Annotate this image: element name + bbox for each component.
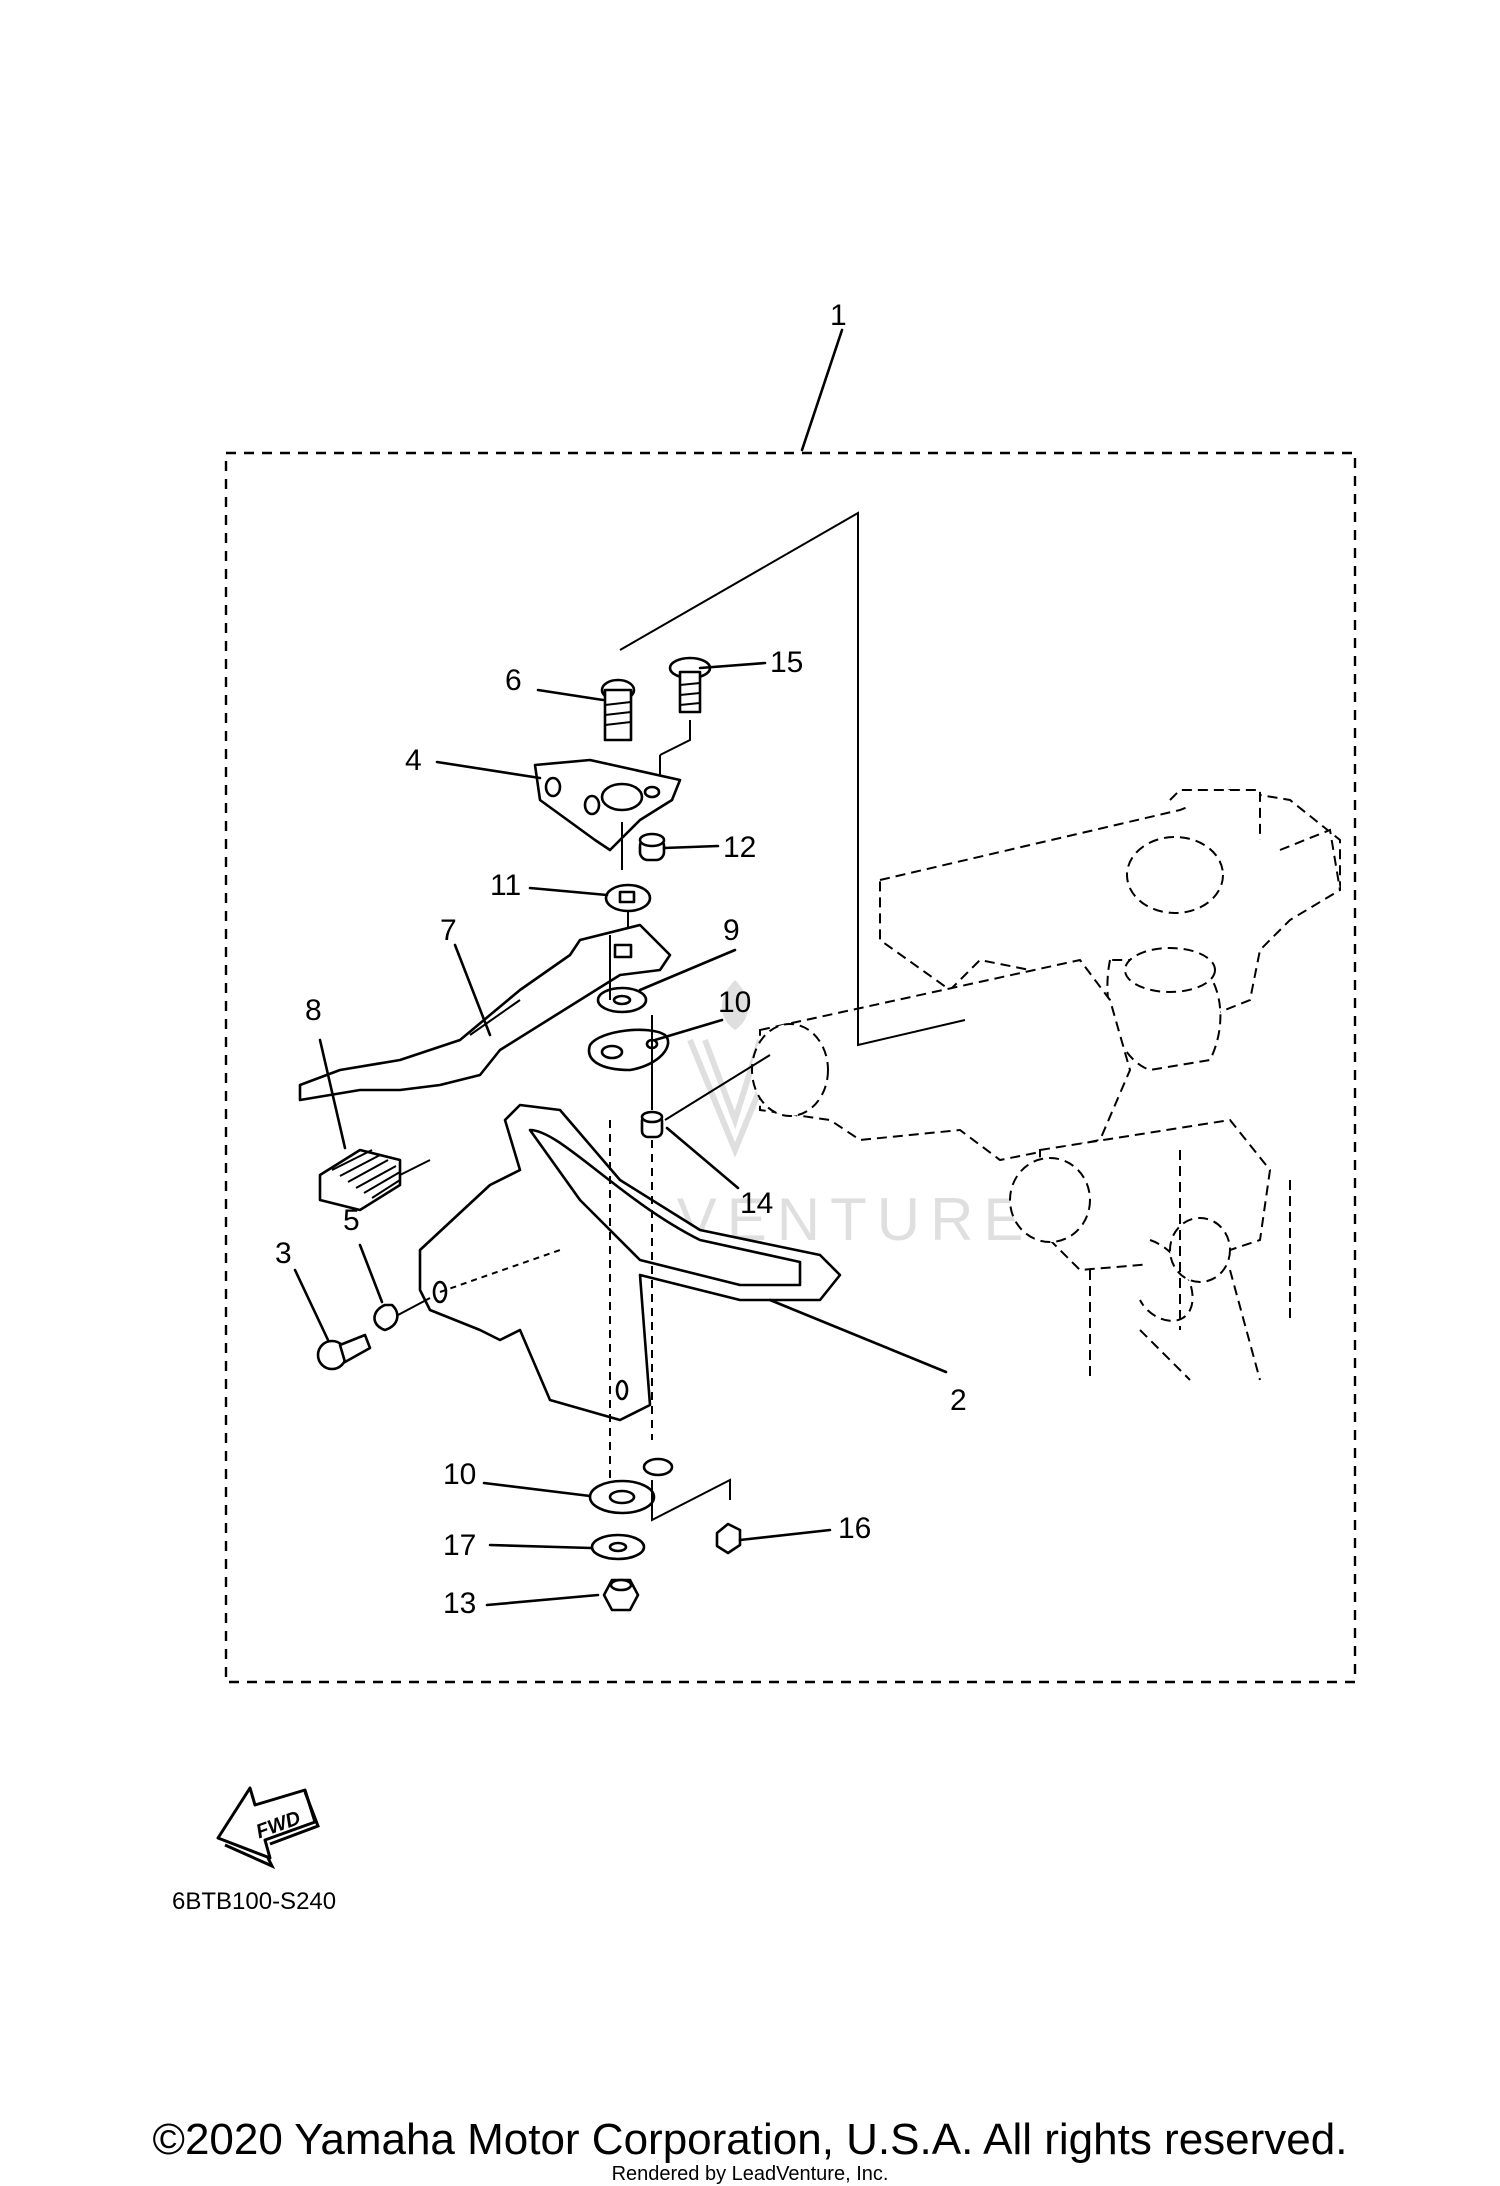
part-3-bolt <box>316 1333 372 1371</box>
part-2-plate <box>418 1103 842 1422</box>
callout-8: 8 <box>305 994 322 1027</box>
part-7-lever <box>298 923 672 1102</box>
callout-11: 11 <box>490 869 521 902</box>
part-8-grip <box>318 1148 402 1212</box>
callout-17: 17 <box>443 1529 476 1562</box>
callout-15: 15 <box>770 646 803 679</box>
callout-10-lower: 10 <box>443 1458 476 1491</box>
fwd-arrow-icon: FWD <box>216 1786 320 1870</box>
callout-1: 1 <box>830 299 847 332</box>
callout-labels: 1 2 3 4 5 6 7 8 9 10 10 11 12 13 14 15 1… <box>275 299 967 1620</box>
part-9-washer <box>596 986 648 1014</box>
callout-2: 2 <box>950 1384 967 1417</box>
callout-14: 14 <box>740 1187 773 1220</box>
callout-10-upper: 10 <box>718 986 751 1019</box>
part-11-washer <box>604 883 652 913</box>
part-5-clip <box>373 1303 399 1332</box>
callout-16: 16 <box>838 1512 871 1545</box>
callout-9: 9 <box>723 914 740 947</box>
part-15-bolt <box>668 656 712 714</box>
callout-7: 7 <box>440 914 457 947</box>
callout-5: 5 <box>343 1204 360 1237</box>
bracket-mount-outline <box>751 788 1341 1381</box>
callout-6: 6 <box>505 664 522 697</box>
callout-12: 12 <box>723 831 756 864</box>
part-10-upper-plate <box>587 1028 670 1072</box>
callout-13: 13 <box>443 1587 476 1620</box>
part-16-nut <box>715 1522 742 1555</box>
drawing-code: 6BTB100-S240 <box>172 1888 337 1915</box>
part-6-bolt <box>600 678 636 742</box>
part-13-nut <box>602 1578 640 1612</box>
copyright-notice: ©2020 Yamaha Motor Corporation, U.S.A. A… <box>152 2115 1348 2164</box>
assembly-frame <box>224 451 1357 1684</box>
part-12-collar <box>638 832 666 862</box>
part-17-washer <box>590 1533 646 1561</box>
part-14-collar <box>640 1110 664 1139</box>
callout-leaders <box>293 661 948 1607</box>
rendered-by-notice: Rendered by LeadVenture, Inc. <box>611 2163 889 2185</box>
part-10-lower-washer <box>588 1457 674 1515</box>
callout-3: 3 <box>275 1237 292 1270</box>
part-4-bracket <box>533 758 682 852</box>
callout-4: 4 <box>405 744 422 777</box>
